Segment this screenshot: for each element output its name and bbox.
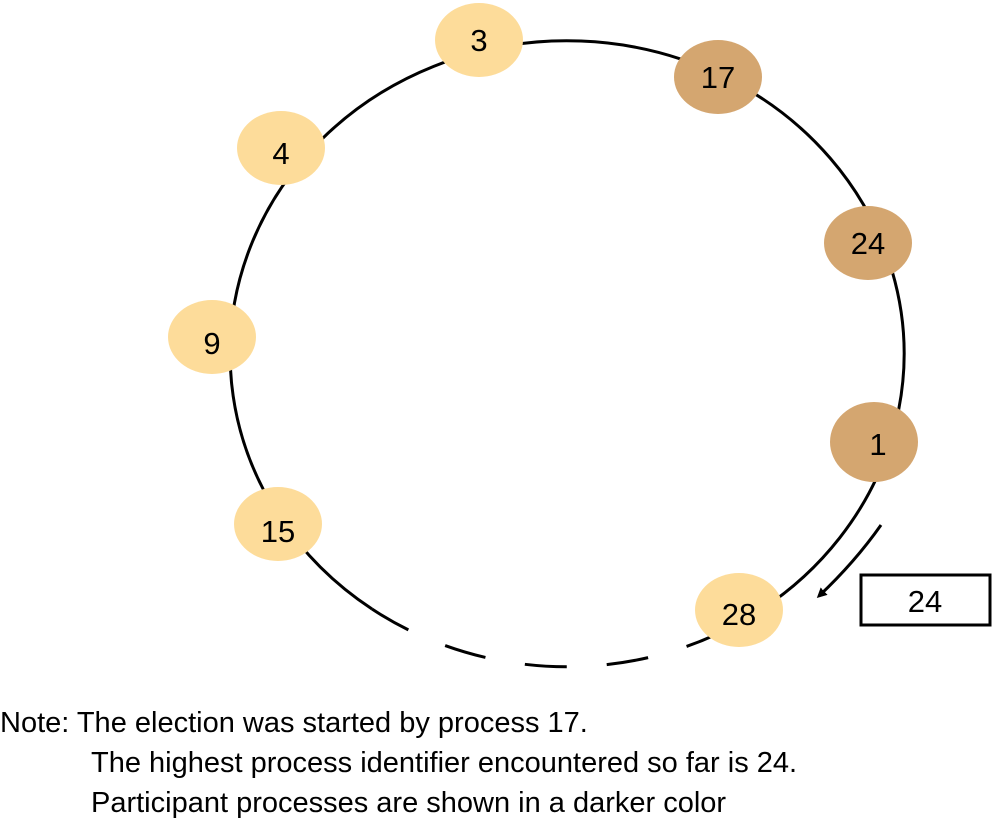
note-line-highest-id: The highest process identifier encounter… (91, 747, 798, 779)
process-node-24: 24 (824, 206, 912, 280)
svg-text:28: 28 (722, 597, 756, 632)
ring-dashed-line (371, 607, 740, 669)
process-node-15: 15 (234, 487, 322, 561)
process-node-9: 9 (168, 300, 256, 374)
note-line-legend: Participant processes are shown in a dar… (91, 787, 727, 819)
svg-text:24: 24 (851, 226, 885, 261)
svg-text:9: 9 (203, 326, 220, 361)
process-node-4: 4 (237, 111, 325, 185)
svg-text:17: 17 (701, 60, 735, 95)
message-arrow (816, 524, 883, 599)
svg-text:1: 1 (869, 427, 886, 462)
svg-text:15: 15 (261, 514, 295, 549)
note-line-started-by: Note: The election was started by proces… (0, 707, 588, 739)
message-value: 24 (908, 584, 942, 619)
process-node-28: 28 (695, 573, 783, 647)
process-node-3: 3 (435, 3, 523, 77)
svg-text:3: 3 (470, 23, 487, 58)
process-node-17: 17 (674, 40, 762, 114)
ring-solid-line (228, 39, 906, 625)
svg-text:4: 4 (272, 136, 289, 171)
process-node-1: 1 (830, 402, 918, 482)
message-box (859, 573, 992, 627)
ring-election-diagram: 24 3 17 24 1 28 15 9 4 (168, 3, 992, 669)
note-text: Note: The election was started by proces… (0, 703, 990, 823)
